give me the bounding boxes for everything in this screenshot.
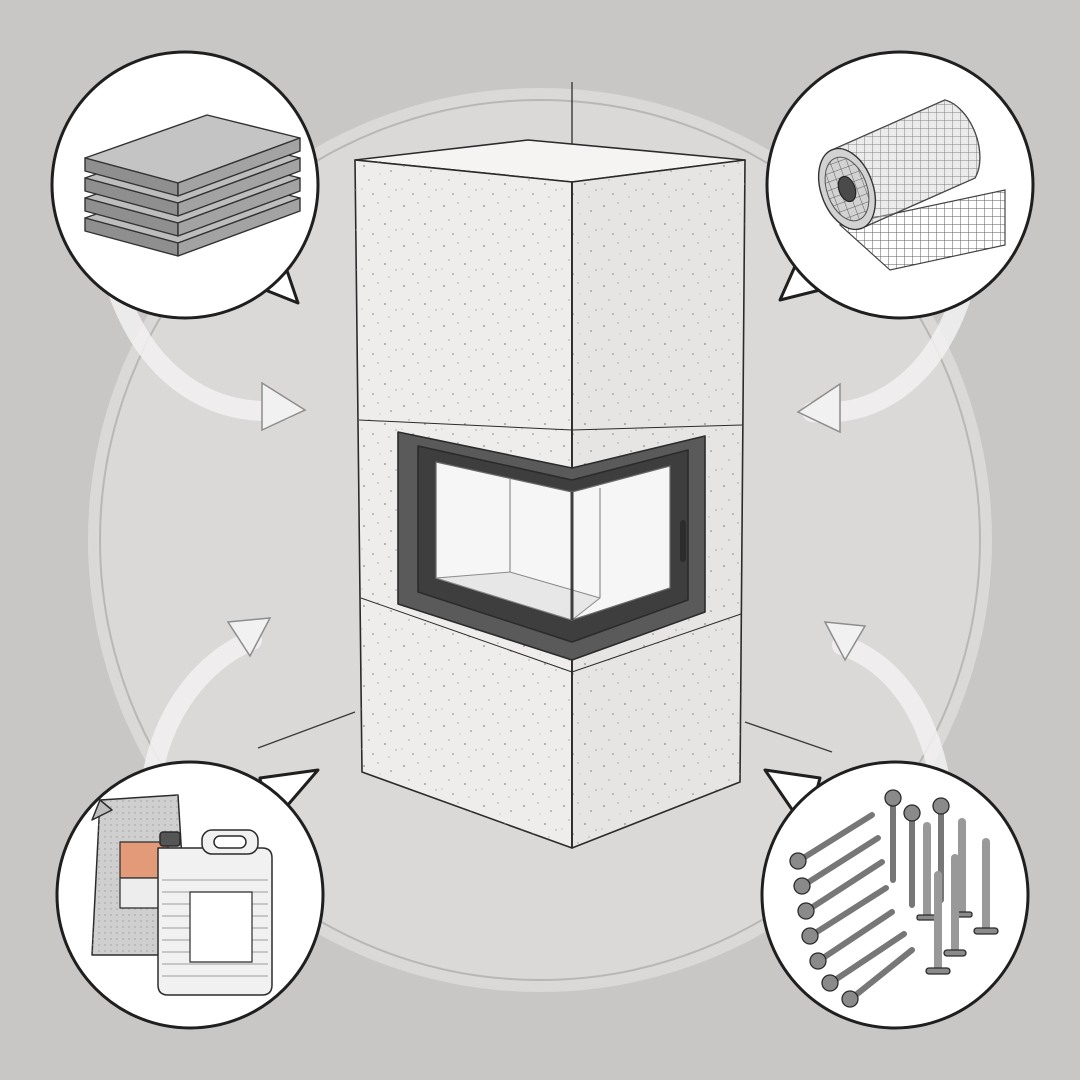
- anchor: [925, 871, 951, 975]
- screw: [797, 859, 885, 920]
- board-stack-icon: [84, 114, 301, 257]
- mesh-roll-icon: [817, 99, 1006, 271]
- screw: [801, 885, 889, 945]
- screw: [789, 812, 875, 870]
- arrow-top-right: [796, 290, 970, 434]
- anchor: [916, 822, 938, 921]
- screw: [841, 947, 915, 1008]
- callout-reinforcement-mesh: [765, 50, 1035, 320]
- arrow-top-left: [108, 282, 307, 432]
- screw: [809, 909, 895, 970]
- callout-screws-and-anchors: [760, 760, 1030, 1030]
- arrow-bottom-left: [140, 617, 272, 800]
- screws-icon: [789, 789, 999, 1008]
- anchor: [973, 838, 999, 935]
- firebox-window: [397, 431, 706, 661]
- arrow-bottom-right: [823, 621, 950, 790]
- primer-canister: [157, 829, 273, 996]
- halo-ring: [99, 99, 981, 981]
- screw: [821, 931, 907, 992]
- corner-fireplace: [354, 139, 746, 849]
- screw: [793, 835, 881, 895]
- adhesive-canister-icon: [91, 794, 273, 996]
- screw: [903, 804, 921, 908]
- canister-label: [189, 891, 253, 963]
- callout-adhesive-and-primer: [55, 760, 325, 1030]
- anchor: [943, 854, 967, 957]
- firebox-door-handle: [680, 520, 686, 562]
- screw: [884, 789, 902, 883]
- callout-insulation-boards: [50, 50, 320, 320]
